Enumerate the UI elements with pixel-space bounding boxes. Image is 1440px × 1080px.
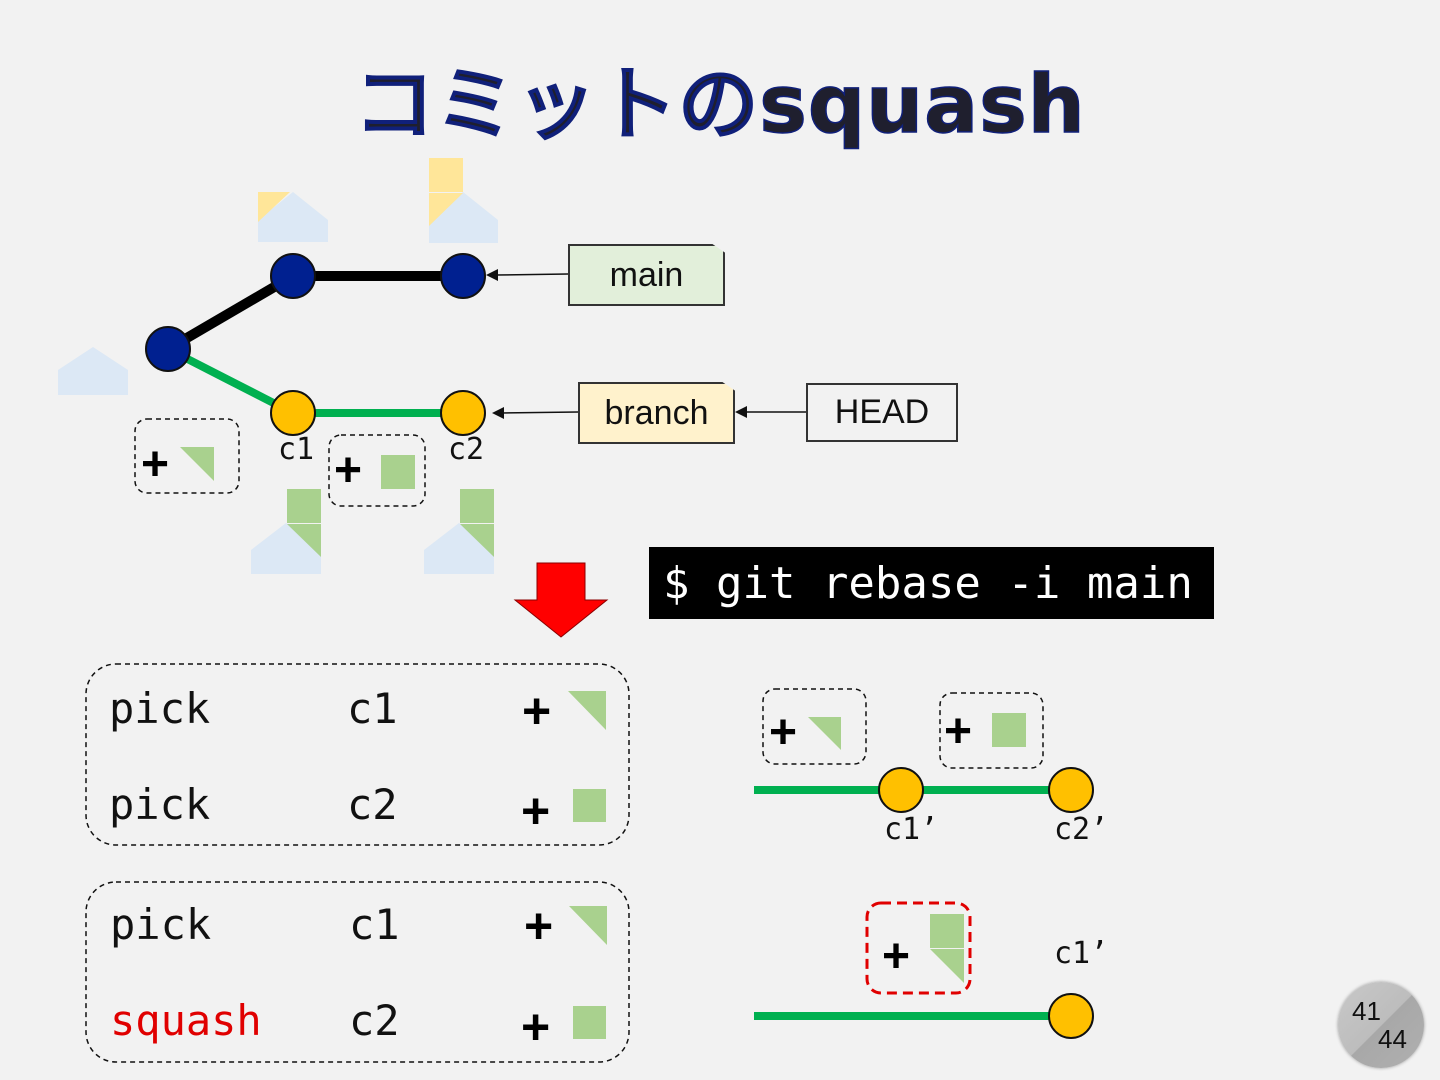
change-triangle-icon xyxy=(808,717,841,750)
todo-commit: c1 xyxy=(347,684,398,733)
commit-label-c2: c2 xyxy=(448,432,485,467)
plus-icon: + xyxy=(769,706,798,759)
plus-icon: + xyxy=(334,444,363,497)
commit-label-c2-rebased: c2’ xyxy=(1054,812,1109,847)
change-square-icon xyxy=(573,789,606,822)
todo-list-before xyxy=(85,663,630,846)
file-state-icon xyxy=(429,158,498,243)
todo-list-after xyxy=(85,881,630,1063)
change-box-c2-rebased xyxy=(939,692,1044,769)
slide-title: コミットのsquash xyxy=(354,57,1086,152)
plus-icon: + xyxy=(524,898,554,954)
main-commit-base[interactable] xyxy=(145,326,191,372)
page-total: 44 xyxy=(1378,1024,1407,1054)
branch-edge xyxy=(166,345,295,417)
change-triangle-icon xyxy=(569,906,607,945)
change-square-icon xyxy=(573,1006,606,1039)
change-box-c1-rebased xyxy=(762,688,867,765)
todo-commit: c1 xyxy=(349,900,400,949)
combined-change-square-icon xyxy=(930,914,964,948)
head-ref-label[interactable]: HEAD xyxy=(806,383,958,442)
todo-action: pick xyxy=(109,684,211,733)
branch-ref-label[interactable]: branch xyxy=(578,382,735,444)
rebased-commit-c2[interactable] xyxy=(1048,767,1094,813)
branch-ref-text: branch xyxy=(604,393,709,432)
change-box-c1 xyxy=(134,418,240,494)
head-ref-text: HEAD xyxy=(834,393,930,431)
branch-commit-c1[interactable] xyxy=(270,390,316,436)
down-arrow-icon xyxy=(513,562,609,638)
plus-icon: + xyxy=(521,999,551,1055)
main-commit[interactable] xyxy=(270,253,316,299)
change-square-icon xyxy=(381,455,415,489)
page-current: 41 xyxy=(1352,996,1381,1026)
todo-commit: c2 xyxy=(349,996,400,1045)
branch-commit-c2[interactable] xyxy=(440,390,486,436)
main-ref-label[interactable]: main xyxy=(568,244,725,306)
commit-label-c1-squashed: c1’ xyxy=(1054,936,1109,971)
main-ref-text: main xyxy=(609,255,684,294)
page-number-badge: 41 44 xyxy=(1338,982,1424,1068)
change-box-c2 xyxy=(328,434,426,507)
branch-ref-arrow xyxy=(492,407,579,419)
file-state-icon xyxy=(58,347,128,395)
change-square-icon xyxy=(992,713,1026,747)
plus-icon: + xyxy=(522,683,552,739)
file-state-icon xyxy=(258,192,328,242)
rebased-commit-c1[interactable] xyxy=(878,767,924,813)
git-command: $ git rebase -i main xyxy=(649,547,1214,619)
head-ref-arrow xyxy=(735,406,806,418)
plus-icon: + xyxy=(882,930,911,983)
squashed-commit-c1[interactable] xyxy=(1048,993,1094,1039)
todo-commit: c2 xyxy=(347,780,398,829)
commit-label-c1-rebased: c1’ xyxy=(884,812,939,847)
todo-action: pick xyxy=(109,780,211,829)
change-triangle-icon xyxy=(568,691,606,730)
main-commit-tip[interactable] xyxy=(440,253,486,299)
file-state-icon xyxy=(424,489,494,574)
squashed-change-box xyxy=(865,901,972,995)
main-edge xyxy=(165,271,296,354)
change-triangle-icon xyxy=(180,447,214,481)
plus-icon: + xyxy=(521,783,551,839)
plus-icon: + xyxy=(944,705,973,758)
plus-icon: + xyxy=(141,438,170,491)
todo-action-squash: squash xyxy=(110,996,262,1045)
commit-label-c1: c1 xyxy=(278,432,315,467)
main-ref-arrow xyxy=(486,269,569,281)
combined-change-triangle-icon xyxy=(930,949,964,983)
todo-action: pick xyxy=(110,900,212,949)
file-state-icon xyxy=(251,489,321,574)
